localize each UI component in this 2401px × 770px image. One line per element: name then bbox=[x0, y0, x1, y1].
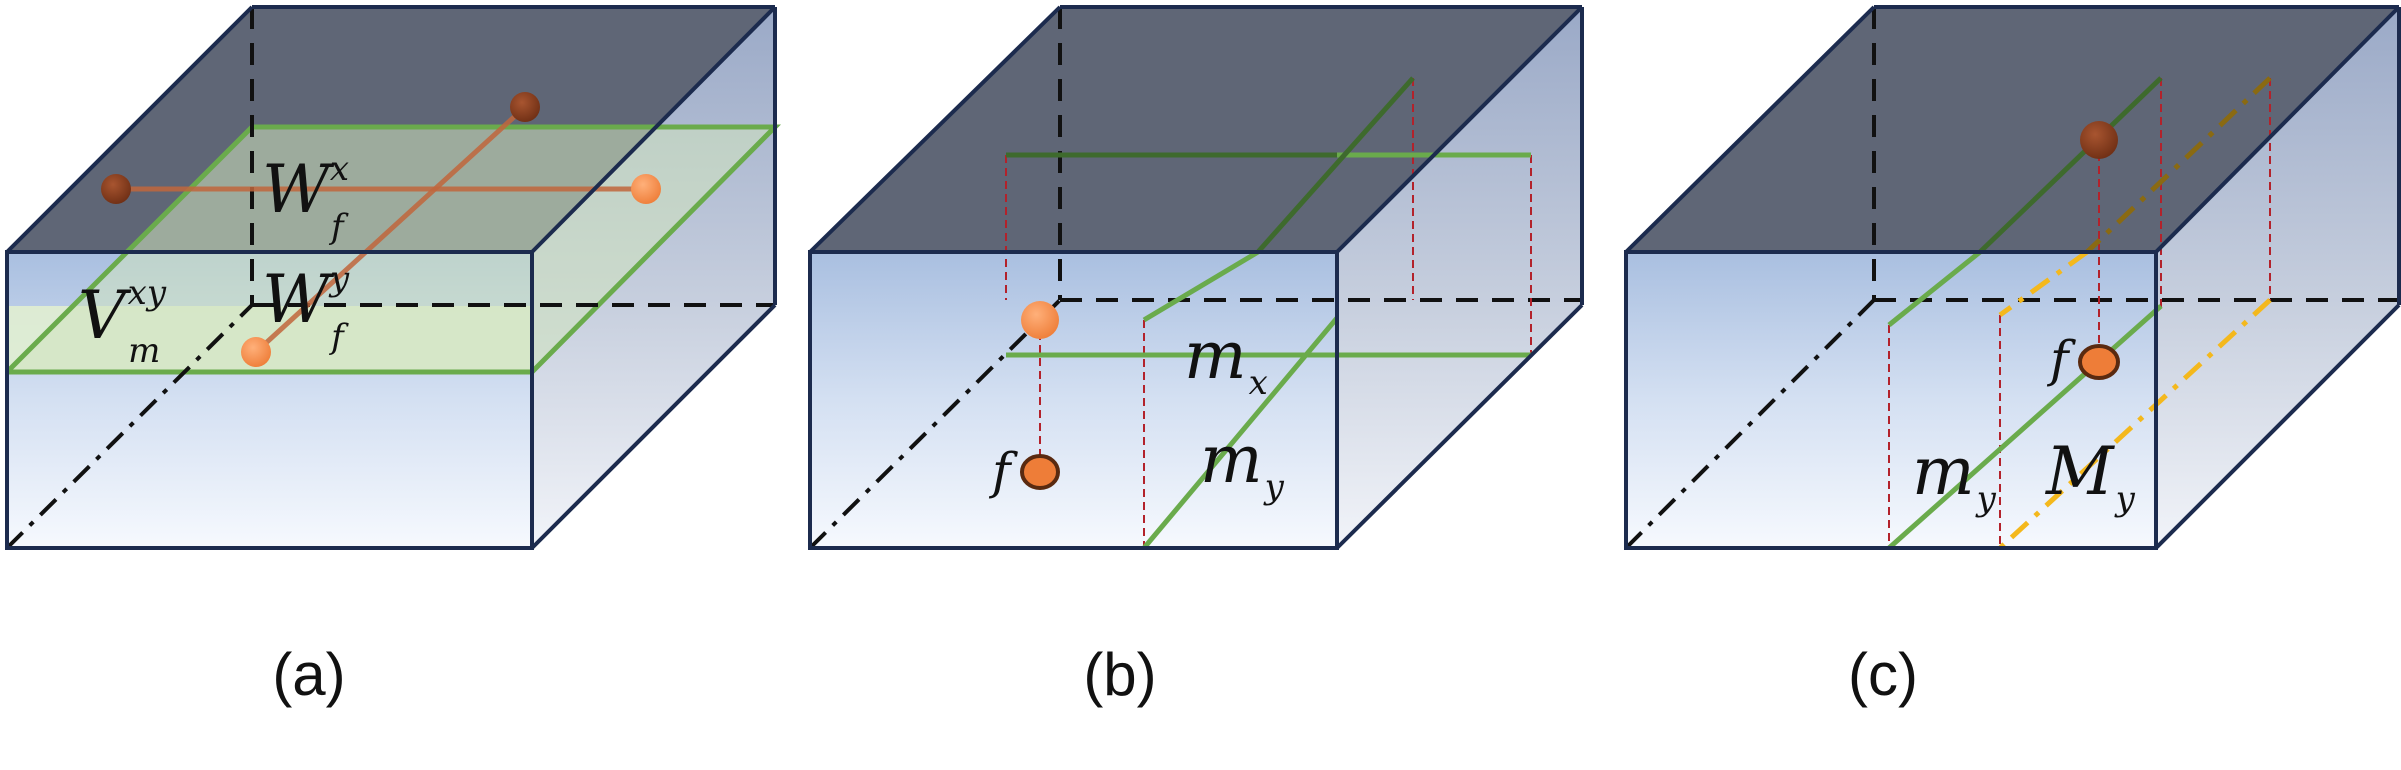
label-mx: mx bbox=[1184, 317, 1268, 403]
fiber-y-end-point bbox=[510, 92, 540, 122]
panel-b: mx my f (b) bbox=[808, 5, 1584, 708]
my-line-front bbox=[1142, 316, 1339, 550]
box-top-face bbox=[1626, 7, 2399, 252]
fiber-x-end-point bbox=[631, 174, 661, 204]
caption-a: (a) bbox=[272, 641, 345, 708]
f-point bbox=[2078, 344, 2120, 380]
my-line-top bbox=[1978, 76, 2163, 254]
caption-b: (b) bbox=[1083, 641, 1156, 708]
hidden-edge-diagonal bbox=[1624, 298, 1876, 550]
box-right-face bbox=[2156, 7, 2399, 548]
hidden-edge-diagonal bbox=[808, 298, 1062, 550]
box-right-face bbox=[1337, 7, 1582, 548]
caption-c: (c) bbox=[1848, 641, 1918, 708]
My-line-top bbox=[2085, 76, 2272, 254]
fiber-y-start-point bbox=[241, 337, 271, 367]
my-line-top bbox=[1256, 76, 1415, 254]
projection-lines bbox=[1888, 78, 2271, 548]
my-line bbox=[1887, 250, 1982, 327]
top-point bbox=[2080, 121, 2118, 159]
fiber-x-start-point bbox=[101, 174, 131, 204]
box-edges bbox=[5, 5, 777, 550]
fiber-y-line bbox=[254, 105, 527, 354]
box-top-face bbox=[810, 7, 1582, 252]
my-line-front bbox=[1887, 304, 2163, 550]
hidden-edge-diagonal bbox=[5, 303, 254, 550]
projection-lines bbox=[1005, 78, 1532, 548]
My-line bbox=[1998, 249, 2089, 318]
f-point bbox=[1020, 454, 1060, 490]
panel-c: my My f (c) bbox=[1624, 5, 2401, 708]
box-edges bbox=[808, 5, 1584, 550]
max-point bbox=[1021, 301, 1059, 339]
box-edges bbox=[1624, 5, 2401, 550]
My-line-front bbox=[1998, 298, 2272, 550]
label-My: My bbox=[2045, 433, 2136, 519]
my-line bbox=[1142, 249, 1260, 323]
label-my: my bbox=[1200, 421, 1285, 507]
label-my: my bbox=[1912, 433, 1997, 519]
